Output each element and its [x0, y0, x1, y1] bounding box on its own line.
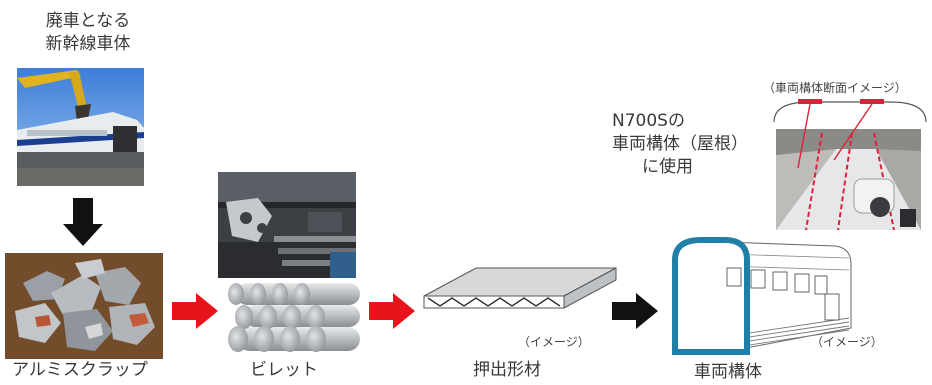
- billets-image: [222, 279, 362, 359]
- down-arrow: [63, 198, 103, 246]
- source-label-line2: 新幹線車体: [45, 34, 131, 54]
- section-image-note: （車両構体断面イメージ）: [763, 81, 907, 95]
- image-note-car-body: （イメージ）: [811, 335, 883, 349]
- demolition-photo: [17, 68, 144, 186]
- source-label-line1: 廃車となる: [45, 11, 131, 31]
- extrusion-label: 押出形材: [473, 360, 541, 380]
- use-label: N700Sの 車両構体（屋根） に使用: [612, 110, 748, 179]
- flow-arrow-3: [612, 293, 658, 329]
- use-label-line2: 車両構体（屋根）: [612, 134, 748, 154]
- billet-label: ビレット: [250, 360, 318, 380]
- use-label-line3: に使用: [642, 157, 693, 177]
- car-body-drawing: [672, 237, 852, 355]
- use-label-line1: N700Sの: [612, 111, 685, 131]
- scrap-label: アルミスクラップ: [12, 360, 148, 380]
- aluminium-scrap-photo: [5, 253, 163, 359]
- roof-interior-photo: [776, 129, 921, 230]
- roof-section-drawing: [773, 99, 927, 123]
- leader-lines: [797, 103, 873, 169]
- flow-arrow-2: [369, 293, 415, 329]
- extruded-profile-drawing: [423, 267, 617, 309]
- source-label: 廃車となる 新幹線車体: [28, 10, 148, 56]
- billet-mill-photo: [218, 172, 356, 278]
- image-note-extrusion: （イメージ）: [518, 335, 590, 349]
- flow-arrow-1: [172, 293, 218, 329]
- car-body-label: 車両構体: [694, 362, 762, 382]
